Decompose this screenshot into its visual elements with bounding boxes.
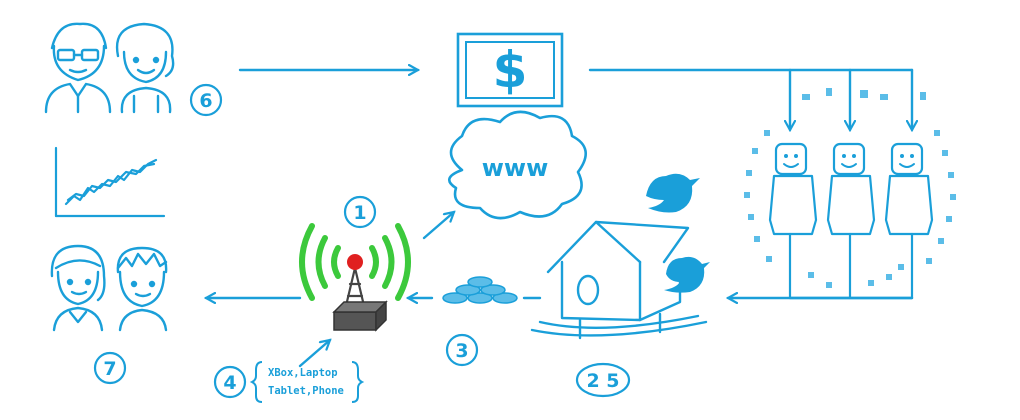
- dollar-sign: $: [493, 41, 528, 99]
- growth-chart-icon: [54, 146, 166, 218]
- money-icon: $: [456, 32, 564, 108]
- badge-6-label: 6: [199, 90, 212, 112]
- arrow-devices-to-tower: [298, 340, 330, 368]
- www-label: www: [482, 154, 549, 182]
- team-people-icon: [744, 88, 956, 300]
- internet-cloud-icon: www: [448, 110, 587, 220]
- badge-7-label: 7: [103, 358, 116, 380]
- badge-7: 7: [93, 351, 127, 385]
- badge-3-label: 3: [455, 340, 468, 362]
- twitter-bird-icon: [646, 173, 710, 293]
- grandparents-icon: [44, 22, 175, 114]
- badge-4-label: 4: [223, 372, 236, 394]
- arrow-tower-to-cloud: [422, 212, 454, 240]
- network-hub-icon: [442, 276, 518, 304]
- treehouse-icon: [530, 220, 708, 340]
- badge-1-label: 1: [353, 202, 366, 224]
- badge-25-label: 2 5: [586, 370, 619, 392]
- devices-line-2: Tablet,Phone: [268, 385, 344, 397]
- wifi-tower-icon: [299, 223, 411, 332]
- devices-label: XBox,Laptop Tablet,Phone: [249, 361, 365, 403]
- children-icon: [50, 244, 168, 332]
- flow-arrows: [206, 70, 912, 368]
- badge-6: 6: [189, 83, 223, 117]
- badge-4: 4: [213, 365, 247, 399]
- badge-1: 1: [343, 195, 377, 229]
- devices-line-1: XBox,Laptop: [268, 367, 338, 379]
- badge-25: 2 5: [575, 362, 631, 398]
- badge-3: 3: [445, 333, 479, 367]
